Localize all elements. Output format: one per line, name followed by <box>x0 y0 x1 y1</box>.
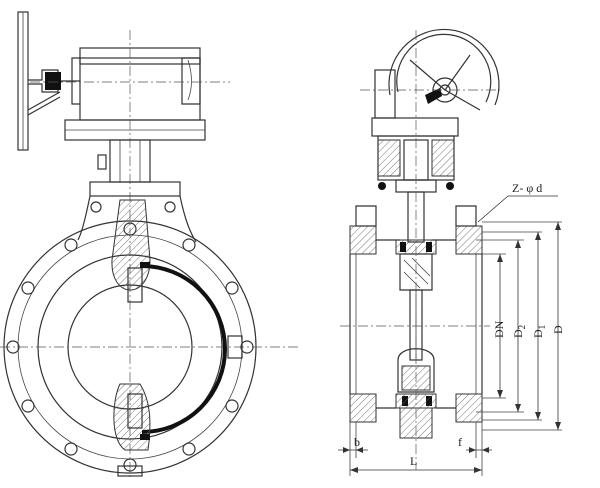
side-view: Z- φ d <box>338 28 565 476</box>
disc-seal-ring <box>141 264 227 434</box>
label-l: L <box>410 454 417 468</box>
label-f: f <box>458 435 462 449</box>
dimensions: Z- φ d <box>338 181 565 476</box>
label-d: D <box>551 325 565 334</box>
neck-front <box>77 139 197 243</box>
label-z-phi-d: Z- φ d <box>512 181 542 195</box>
label-d2: D <box>511 329 525 338</box>
valve-body-side <box>340 30 490 470</box>
handwheel-front <box>17 11 80 151</box>
label-b: b <box>354 435 360 449</box>
svg-text:D1: D1 <box>531 325 547 338</box>
handwheel-side <box>360 28 500 119</box>
valve-body-front <box>0 199 300 477</box>
label-d1-sub: 1 <box>537 325 547 330</box>
label-d2-sub: 2 <box>517 325 527 330</box>
front-view <box>0 11 300 480</box>
label-d1: D <box>531 329 545 338</box>
gearbox-side <box>371 117 459 193</box>
svg-text:D2: D2 <box>511 325 527 338</box>
label-dn: DN <box>492 320 506 338</box>
